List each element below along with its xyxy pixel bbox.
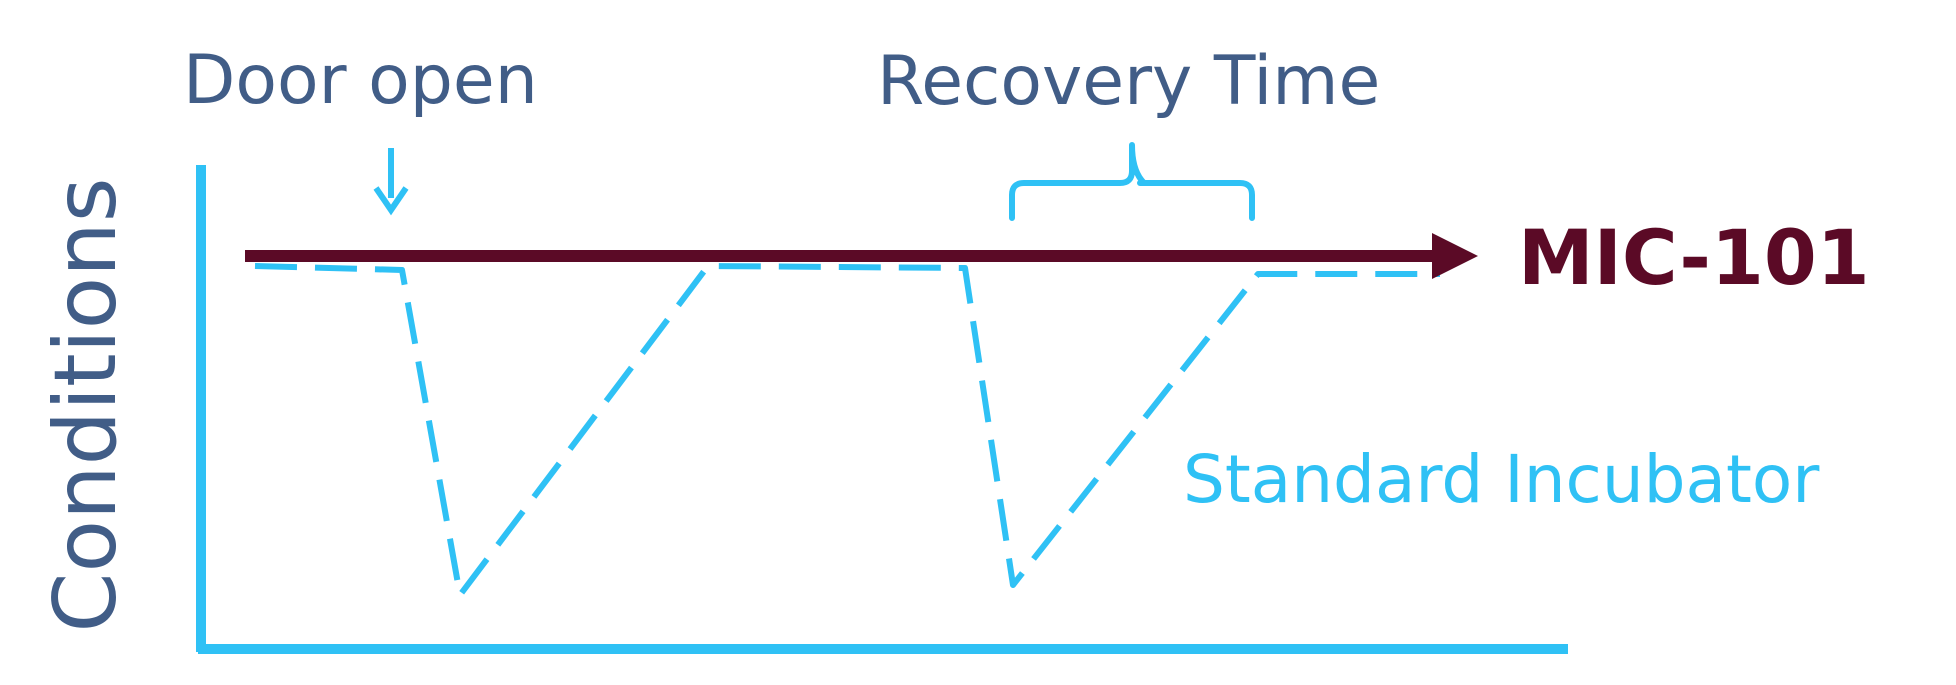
- standard-incubator-label: Standard Incubator: [1183, 441, 1820, 518]
- mic-101-line: [245, 233, 1478, 279]
- recovery-time-label: Recovery Time: [877, 42, 1380, 121]
- mic-101-label: MIC-101: [1518, 213, 1870, 302]
- door-open-arrow-icon: [373, 148, 409, 216]
- y-axis-label: Conditions: [36, 177, 136, 632]
- door-open-label: Door open: [183, 41, 538, 120]
- standard-incubator-line: [254, 263, 1440, 598]
- recovery-time-brace: [1009, 142, 1255, 221]
- mic-101-arrowhead-icon: [1432, 233, 1478, 279]
